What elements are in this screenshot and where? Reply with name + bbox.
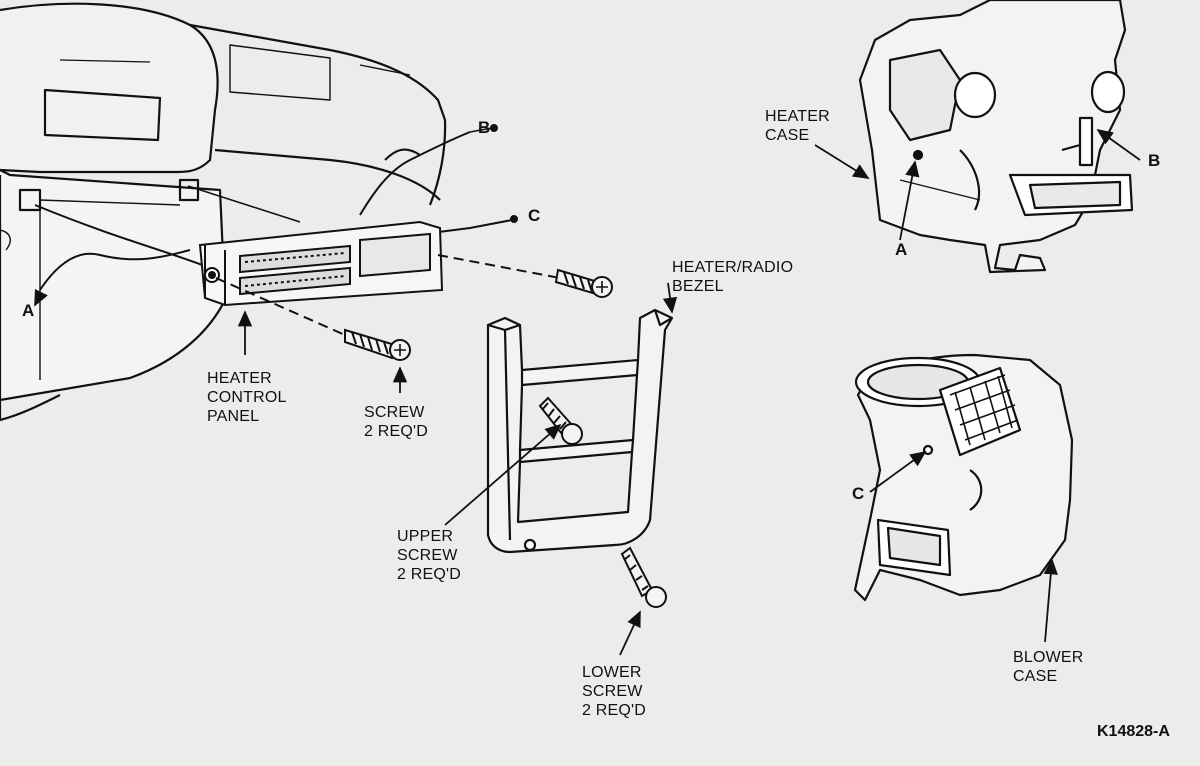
label-lower-screw: LOWER SCREW 2 REQ'D	[582, 664, 647, 719]
blower-case-drawing	[853, 353, 1074, 602]
heater-case-drawing	[858, 0, 1134, 274]
label-heater-case: HEATER CASE	[765, 108, 830, 144]
label-heater-radio-bezel: HEATER/RADIO BEZEL	[672, 259, 794, 295]
screws-control-panel	[344, 268, 613, 361]
lower-screw	[620, 546, 667, 608]
heater-control-panel-drawing	[198, 220, 444, 307]
figure-reference: K14828-A	[1097, 723, 1170, 740]
label-blower-case: BLOWER CASE	[1013, 649, 1084, 685]
callout-b-right: B	[1148, 151, 1161, 170]
instrument-panel	[0, 2, 447, 422]
upper-screw	[538, 396, 583, 445]
callout-c-left: C	[528, 206, 541, 225]
label-screw: SCREW 2 REQ'D	[364, 404, 429, 440]
callout-b-left: B	[478, 118, 491, 137]
callout-a-right: A	[895, 240, 908, 259]
screw-paths	[215, 254, 561, 336]
label-upper-screw: UPPER SCREW 2 REQ'D	[397, 528, 462, 583]
label-heater-control-panel: HEATER CONTROL PANEL	[207, 370, 287, 425]
callout-a-left: A	[22, 301, 35, 320]
leader-lines	[34, 128, 1141, 656]
callout-c-right: C	[852, 484, 865, 503]
